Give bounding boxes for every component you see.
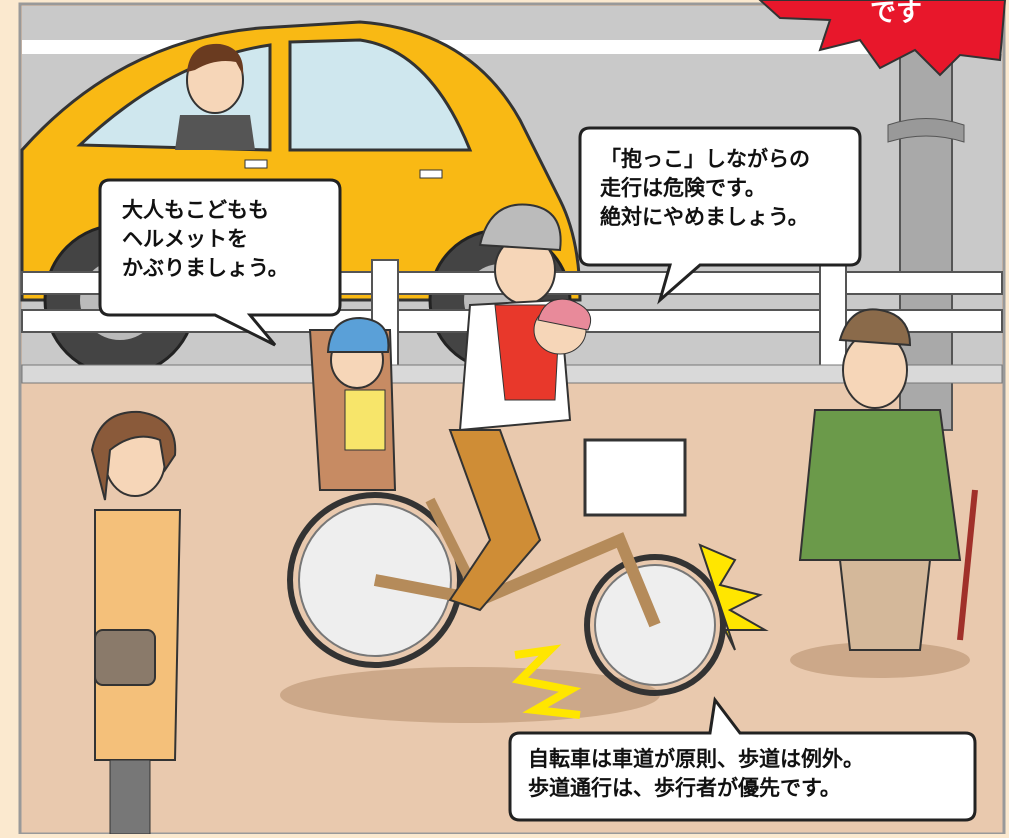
speech-bubble-helmet (98, 178, 342, 347)
mother-rider (448, 203, 592, 612)
bubble-line: 走行は危険です。 (600, 175, 766, 200)
bubble-text-dakko: 「抱っこ」しながらの 走行は危険です。 絶対にやめましょう。 (600, 145, 810, 232)
bubble-text-helmet: 大人もこどもも ヘルメットを かぶりましょう。 (122, 196, 289, 283)
driver-figure (175, 43, 255, 150)
bubble-line: かぶりましょう。 (122, 255, 289, 280)
child-rider (326, 316, 390, 451)
elder-shadow (790, 642, 970, 678)
impact-burst-front (698, 543, 769, 651)
bubble-line: 「抱っこ」しながらの (600, 147, 810, 171)
red-burst-badge (758, 0, 1007, 77)
speech-bubble-sidewalk (508, 696, 977, 822)
impact-lightning (511, 644, 582, 719)
elderly-man (798, 308, 978, 651)
bubble-text-sidewalk: 自転車は車道が原則、歩道は例外。 歩道通行は、歩行者が優先です。 (528, 745, 864, 803)
burst-text: です (870, 0, 923, 28)
bubble-line: 自転車は車道が原則、歩道は例外。 (528, 747, 864, 771)
bubble-line: 絶対にやめましょう。 (600, 204, 809, 229)
bubble-line: 大人もこどもも (122, 198, 269, 222)
woman-bystander (90, 410, 182, 835)
bubble-line: ヘルメットを (122, 226, 248, 251)
speech-bubble-dakko (578, 126, 862, 305)
bicycle (287, 329, 726, 696)
ground-shadow (280, 667, 660, 723)
bubble-line: 歩道通行は、歩行者が優先です。 (528, 775, 841, 800)
